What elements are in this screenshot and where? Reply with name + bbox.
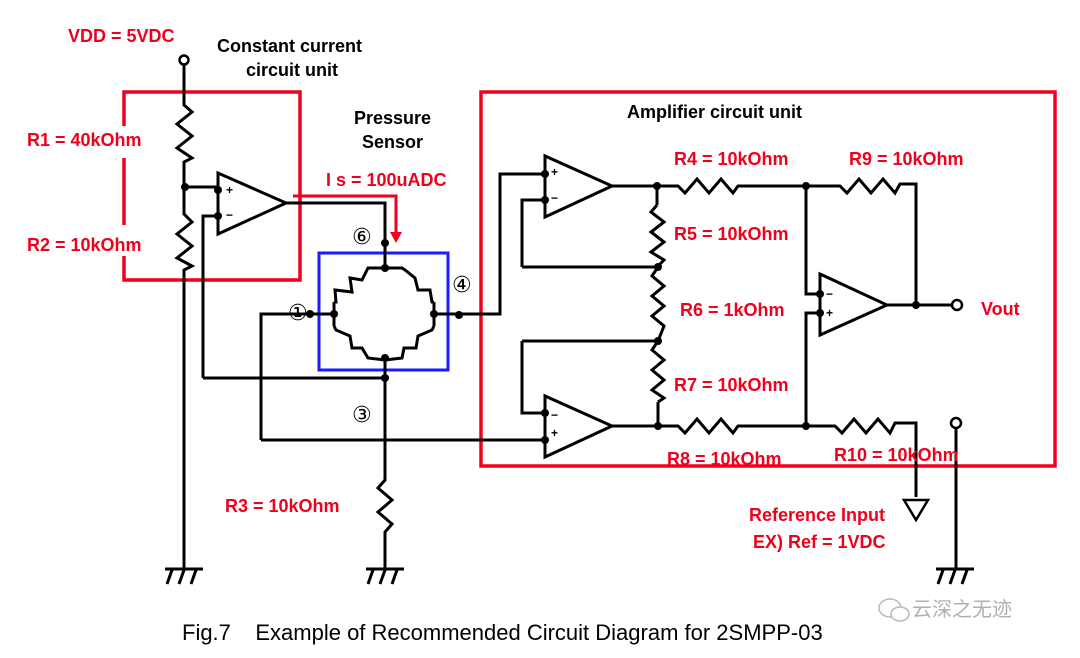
plus-sign: + [226, 183, 233, 197]
ground-terminal[interactable] [949, 416, 963, 430]
watermark: 云深之无迹 [912, 597, 1012, 621]
r2-resistor [174, 200, 196, 276]
r4-resistor [673, 176, 806, 196]
figure-caption: Fig.7 Example of Recommended Circuit Dia… [182, 620, 823, 645]
r5-label: R5 = 10kOhm [674, 224, 789, 244]
r6-resistor [649, 266, 667, 342]
r3-resistor [375, 478, 395, 568]
current-label: I s = 100uADC [326, 170, 447, 190]
vdd-label: VDD = 5VDC [68, 26, 175, 46]
pressure-sensor-title-1: Pressure [354, 108, 431, 128]
reference-input-icon [901, 498, 931, 523]
pin-4-label: ④ [452, 273, 472, 298]
ground-icon-middle [366, 567, 404, 585]
reference-example: EX) Ref = 1VDC [753, 532, 886, 552]
pin-6-label: ⑥ [352, 225, 372, 250]
plus-sign: + [551, 426, 558, 440]
minus-sign: − [551, 408, 558, 422]
amplifier-title: Amplifier circuit unit [627, 102, 802, 122]
ground-icon-right [936, 567, 974, 585]
vdd-terminal[interactable] [178, 54, 190, 66]
r8-resistor [673, 416, 806, 436]
r7-resistor [649, 340, 667, 404]
constant-current-unit-box [122, 90, 302, 282]
minus-sign: − [826, 287, 833, 301]
r2-label: R2 = 10kOhm [27, 235, 142, 255]
r1-resistor [174, 100, 195, 168]
r6-label: R6 = 1kOhm [680, 300, 785, 320]
constant-current-title-1: Constant current [217, 36, 362, 56]
r5-resistor [648, 204, 667, 269]
pin-3-label: ③ [352, 403, 372, 428]
ground-icon-left [165, 567, 203, 585]
r9-resistor [806, 176, 918, 305]
r7-label: R7 = 10kOhm [674, 375, 789, 395]
r4-label: R4 = 10kOhm [674, 149, 789, 169]
amp-opamp-bottom: − + [543, 393, 616, 460]
minus-sign: − [551, 191, 558, 205]
minus-sign: − [226, 208, 233, 222]
amp-opamp-output: − + [818, 271, 891, 338]
amplifier-unit-box [479, 90, 1057, 468]
r8-label: R8 = 10kOhm [667, 449, 782, 469]
wechat-icon [878, 598, 910, 622]
r9-label: R9 = 10kOhm [849, 149, 964, 169]
constant-current-title-2: circuit unit [246, 60, 338, 80]
plus-sign: + [826, 306, 833, 320]
r10-resistor [806, 416, 918, 497]
pin-1-label: ① [288, 301, 308, 326]
vout-label: Vout [981, 299, 1020, 319]
reference-label: Reference Input [749, 505, 885, 525]
vout-terminal[interactable] [950, 298, 964, 312]
r1-label: R1 = 40kOhm [27, 130, 142, 150]
pressure-sensor-title-2: Sensor [362, 132, 423, 152]
bridge-sensor [330, 264, 438, 362]
r3-label: R3 = 10kOhm [225, 496, 340, 516]
plus-sign: + [551, 165, 558, 179]
vdd-rail [174, 54, 196, 568]
constant-current-opamp: + − [216, 170, 290, 237]
current-arrow-icon [293, 194, 402, 243]
amp-opamp-top: + − [543, 153, 616, 220]
r10-label: R10 = 10kOhm [834, 445, 959, 465]
